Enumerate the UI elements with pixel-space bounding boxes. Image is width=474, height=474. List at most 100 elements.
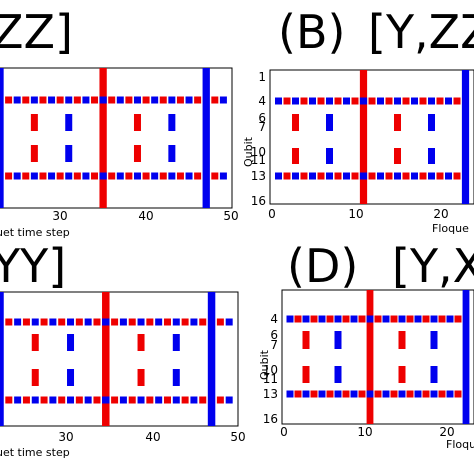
row-13-cell bbox=[334, 172, 342, 180]
row-4-cell bbox=[137, 318, 145, 326]
inner-bar bbox=[168, 145, 176, 162]
row-4-cell bbox=[176, 96, 184, 104]
panel-a-xtick-0: 30 bbox=[52, 209, 67, 223]
panel-c-marks bbox=[0, 292, 233, 426]
panel-b-xtick-0: 0 bbox=[268, 207, 276, 221]
row-4-cell bbox=[453, 97, 461, 105]
row-13-cell bbox=[342, 390, 350, 398]
row-13-cell bbox=[430, 390, 438, 398]
row-4-cell bbox=[211, 96, 219, 104]
row-4-cell bbox=[390, 315, 398, 323]
panel-d-letter: (D) bbox=[287, 239, 358, 293]
inner-bar bbox=[292, 114, 299, 131]
inner-bar bbox=[292, 148, 299, 164]
row-4-cell bbox=[446, 315, 454, 323]
row-13-cell bbox=[5, 396, 13, 404]
row-13-cell bbox=[394, 172, 401, 180]
panel-b-title: [Y,ZZ bbox=[368, 5, 474, 59]
row-13-cell bbox=[275, 172, 282, 180]
row-13-cell bbox=[454, 390, 462, 398]
row-4-cell bbox=[300, 97, 308, 105]
row-13-cell bbox=[159, 172, 167, 180]
full-column-blue bbox=[0, 292, 4, 426]
inner-bar bbox=[430, 366, 438, 383]
panel-a-title: ZZ] bbox=[0, 5, 73, 59]
row-13-cell bbox=[125, 172, 133, 180]
row-13-cell bbox=[84, 396, 92, 404]
row-13-cell bbox=[39, 172, 47, 180]
row-4-cell bbox=[56, 96, 64, 104]
inner-bar bbox=[302, 366, 310, 383]
inner-bar bbox=[65, 145, 73, 162]
row-4-cell bbox=[111, 318, 119, 326]
panel-c-plot-area bbox=[0, 291, 239, 427]
row-13-cell bbox=[438, 390, 446, 398]
row-13-cell bbox=[219, 172, 227, 180]
row-4-cell bbox=[398, 315, 406, 323]
row-13-cell bbox=[318, 390, 326, 398]
ytick-label: 16 bbox=[251, 194, 266, 208]
crossing-cell bbox=[99, 172, 107, 180]
row-4-cell bbox=[350, 315, 358, 323]
row-4-cell bbox=[22, 96, 30, 104]
crossing-cell bbox=[359, 97, 368, 105]
row-13-cell bbox=[411, 172, 418, 180]
crossing-cell bbox=[99, 96, 107, 104]
panel-b-ylabel: Qubit bbox=[242, 136, 255, 167]
row-4-cell bbox=[13, 96, 21, 104]
row-4-cell bbox=[317, 97, 325, 105]
row-4-cell bbox=[22, 318, 30, 326]
panel-c-xtick-0: 30 bbox=[58, 430, 73, 444]
row-4-cell bbox=[199, 318, 207, 326]
row-13-cell bbox=[368, 172, 376, 180]
inner-bar bbox=[398, 331, 406, 349]
crossing-cell bbox=[359, 172, 368, 180]
row-13-cell bbox=[445, 172, 452, 180]
row-4-cell bbox=[436, 97, 444, 105]
row-13-cell bbox=[211, 172, 219, 180]
row-13-cell bbox=[56, 172, 64, 180]
row-4-cell bbox=[58, 318, 66, 326]
row-13-cell bbox=[453, 172, 461, 180]
row-4-cell bbox=[216, 318, 224, 326]
row-13-cell bbox=[14, 396, 22, 404]
full-column-blue bbox=[207, 292, 216, 426]
row-4-cell bbox=[65, 96, 73, 104]
inner-bar bbox=[430, 331, 438, 349]
row-13-cell bbox=[181, 396, 189, 404]
row-4-cell bbox=[283, 97, 291, 105]
ytick-label: 10 bbox=[263, 363, 278, 377]
panel-b-xtick-2: 20 bbox=[433, 207, 448, 221]
row-4-cell bbox=[385, 97, 393, 105]
row-13-cell bbox=[111, 396, 119, 404]
full-column-blue bbox=[461, 70, 470, 204]
row-4-cell bbox=[146, 318, 154, 326]
row-4-cell bbox=[368, 97, 376, 105]
row-4-cell bbox=[377, 97, 384, 105]
row-13-cell bbox=[406, 390, 414, 398]
row-4-cell bbox=[119, 318, 127, 326]
panel-a-xtick-2: 50 bbox=[223, 209, 238, 223]
ytick-label: 16 bbox=[263, 412, 278, 426]
full-column-blue bbox=[202, 68, 210, 208]
row-4-cell bbox=[30, 96, 38, 104]
row-13-cell bbox=[326, 390, 334, 398]
row-13-cell bbox=[309, 172, 316, 180]
row-4-cell bbox=[5, 318, 13, 326]
inner-bar bbox=[334, 331, 342, 349]
row-13-cell bbox=[283, 172, 291, 180]
row-4-cell bbox=[438, 315, 446, 323]
row-13-cell bbox=[22, 396, 30, 404]
row-13-cell bbox=[190, 396, 198, 404]
row-4-cell bbox=[292, 97, 299, 105]
row-13-cell bbox=[302, 390, 310, 398]
inner-bar bbox=[133, 145, 141, 162]
row-13-cell bbox=[163, 396, 171, 404]
row-13-cell bbox=[446, 390, 454, 398]
row-4-cell bbox=[225, 318, 233, 326]
row-4-cell bbox=[374, 315, 382, 323]
row-4-cell bbox=[172, 318, 180, 326]
row-4-cell bbox=[185, 96, 193, 104]
